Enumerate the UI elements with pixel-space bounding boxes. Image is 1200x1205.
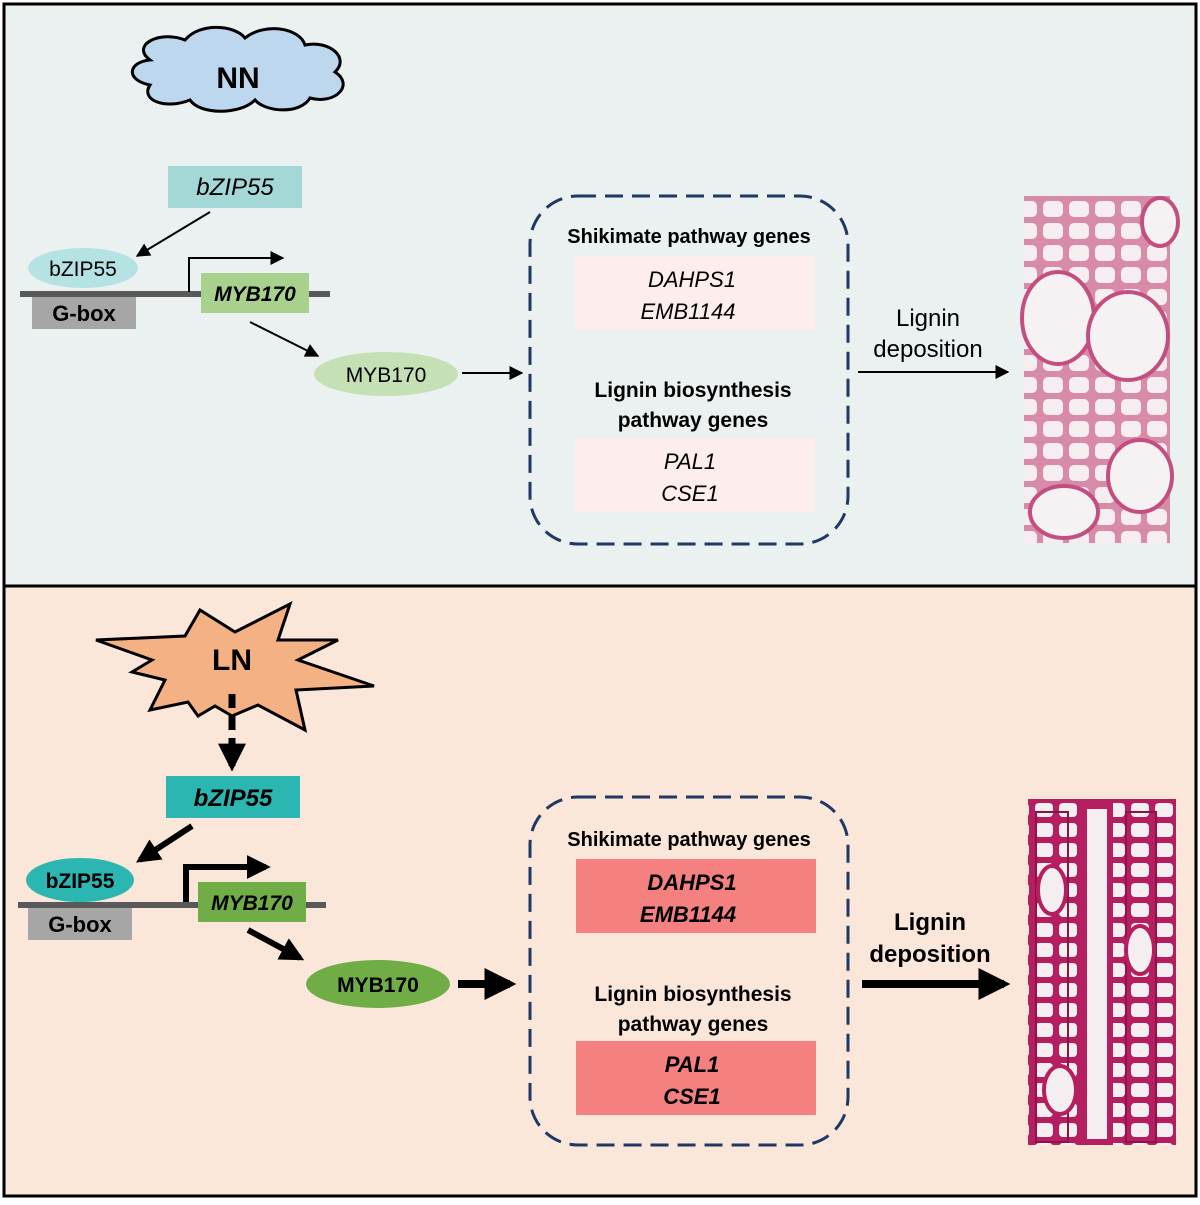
ln-starburst-shape <box>95 601 375 733</box>
nn-tss-arrow <box>188 251 285 292</box>
ln-shikimate-title: Shikimate pathway genes <box>567 829 810 851</box>
ln-arrow-myb-gene-to-protein <box>246 927 305 961</box>
nn-shikimate-gene-2: EMB1144 <box>641 299 736 324</box>
ln-myb170-protein <box>306 960 450 1008</box>
ln-tissue-column-3 <box>1125 811 1157 1143</box>
ln-myb170-gene-box <box>198 882 306 922</box>
ln-shikimate-gene-2: EMB1144 <box>640 902 736 927</box>
ln-arrow-gene-to-protein <box>135 823 194 863</box>
ln-tissue-column-2 <box>1081 803 1113 1145</box>
ln-bzip55-gene-box <box>166 776 300 818</box>
ln-outcome-line1: Lignin <box>894 909 966 936</box>
ln-lignin-gene-2: CSE1 <box>663 1084 720 1109</box>
ln-tissue-vessel-1 <box>1036 864 1068 916</box>
nn-lignin-genes-box <box>575 438 815 512</box>
nn-myb170-gene-label: MYB170 <box>214 283 296 306</box>
nn-myb170-protein <box>314 352 458 396</box>
nn-myb170-gene-box <box>201 273 309 313</box>
nn-tissue-vessel-5 <box>1140 196 1180 248</box>
ln-bzip55-protein-label: bZIP55 <box>46 870 115 893</box>
ln-lignin-genes-box <box>576 1041 816 1115</box>
ln-myb170-gene-label: MYB170 <box>211 892 293 915</box>
nn-bzip55-gene-box <box>168 166 302 208</box>
nn-tissue-vessel-4 <box>1106 438 1174 514</box>
nn-outcome-line2: deposition <box>873 336 982 363</box>
nn-bzip55-gene-label: bZIP55 <box>196 174 274 201</box>
nn-tissue-vessel-2 <box>1086 290 1170 382</box>
nn-shikimate-genes-box <box>575 256 815 330</box>
nn-gbox-label: G-box <box>52 301 116 326</box>
nn-lignin-title-line1: Lignin biosynthesis <box>594 379 791 402</box>
ln-bzip55-protein <box>26 858 134 902</box>
nn-bzip55-protein <box>28 248 138 288</box>
ln-tissue-image <box>1028 799 1176 1145</box>
ln-shikimate-genes-box <box>576 859 816 933</box>
nn-gene-cluster-box <box>528 194 850 546</box>
ln-outcome-line2: deposition <box>869 941 990 968</box>
nn-gbox <box>32 297 136 329</box>
ln-gbox-label: G-box <box>48 912 112 937</box>
nn-tissue-vessel-1 <box>1020 270 1096 366</box>
ln-bzip55-gene-label: bZIP55 <box>194 785 273 812</box>
ln-gbox <box>28 908 132 940</box>
nn-shikimate-gene-1: DAHPS1 <box>648 267 736 292</box>
nn-tissue-vessel-3 <box>1028 484 1100 540</box>
nn-outcome-line1: Lignin <box>896 305 960 332</box>
ln-lignin-gene-1: PAL1 <box>665 1052 720 1077</box>
nn-cloud-path <box>130 25 345 113</box>
ln-shikimate-gene-1: DAHPS1 <box>647 870 736 895</box>
nn-arrow-gene-to-protein <box>135 211 211 257</box>
nn-cloud-shape: NN <box>130 25 345 113</box>
nn-arrow-myb-gene-to-protein <box>249 321 320 357</box>
ln-tss-arrow <box>183 855 271 902</box>
nn-lignin-gene-1: PAL1 <box>664 449 716 474</box>
nn-myb170-protein-label: MYB170 <box>346 364 427 387</box>
nn-shikimate-title: Shikimate pathway genes <box>567 226 810 248</box>
panel-ln: LN bZIP55 G-box bZIP55 MYB170 MYB170 Shi… <box>2 584 1198 1198</box>
nn-bzip55-protein-label: bZIP55 <box>49 258 117 281</box>
ln-condition-label: LN <box>212 644 252 677</box>
panel-nn: NN bZIP55 G-box bZIP55 MYB170 MYB170 Shi… <box>2 2 1198 588</box>
nn-lignin-title-line2: pathway genes <box>618 409 769 432</box>
ln-tissue-vessel-3 <box>1042 1064 1078 1116</box>
nn-tissue-image <box>1020 196 1180 543</box>
nn-condition-label: NN <box>216 62 259 95</box>
ln-tissue-vessel-2 <box>1124 924 1156 976</box>
ln-gene-cluster-box <box>528 795 850 1147</box>
ln-lignin-title-line2: pathway genes <box>618 1013 769 1036</box>
nn-lignin-gene-2: CSE1 <box>661 481 718 506</box>
ln-lignin-title-line1: Lignin biosynthesis <box>594 983 791 1006</box>
ln-myb170-protein-label: MYB170 <box>337 974 419 997</box>
